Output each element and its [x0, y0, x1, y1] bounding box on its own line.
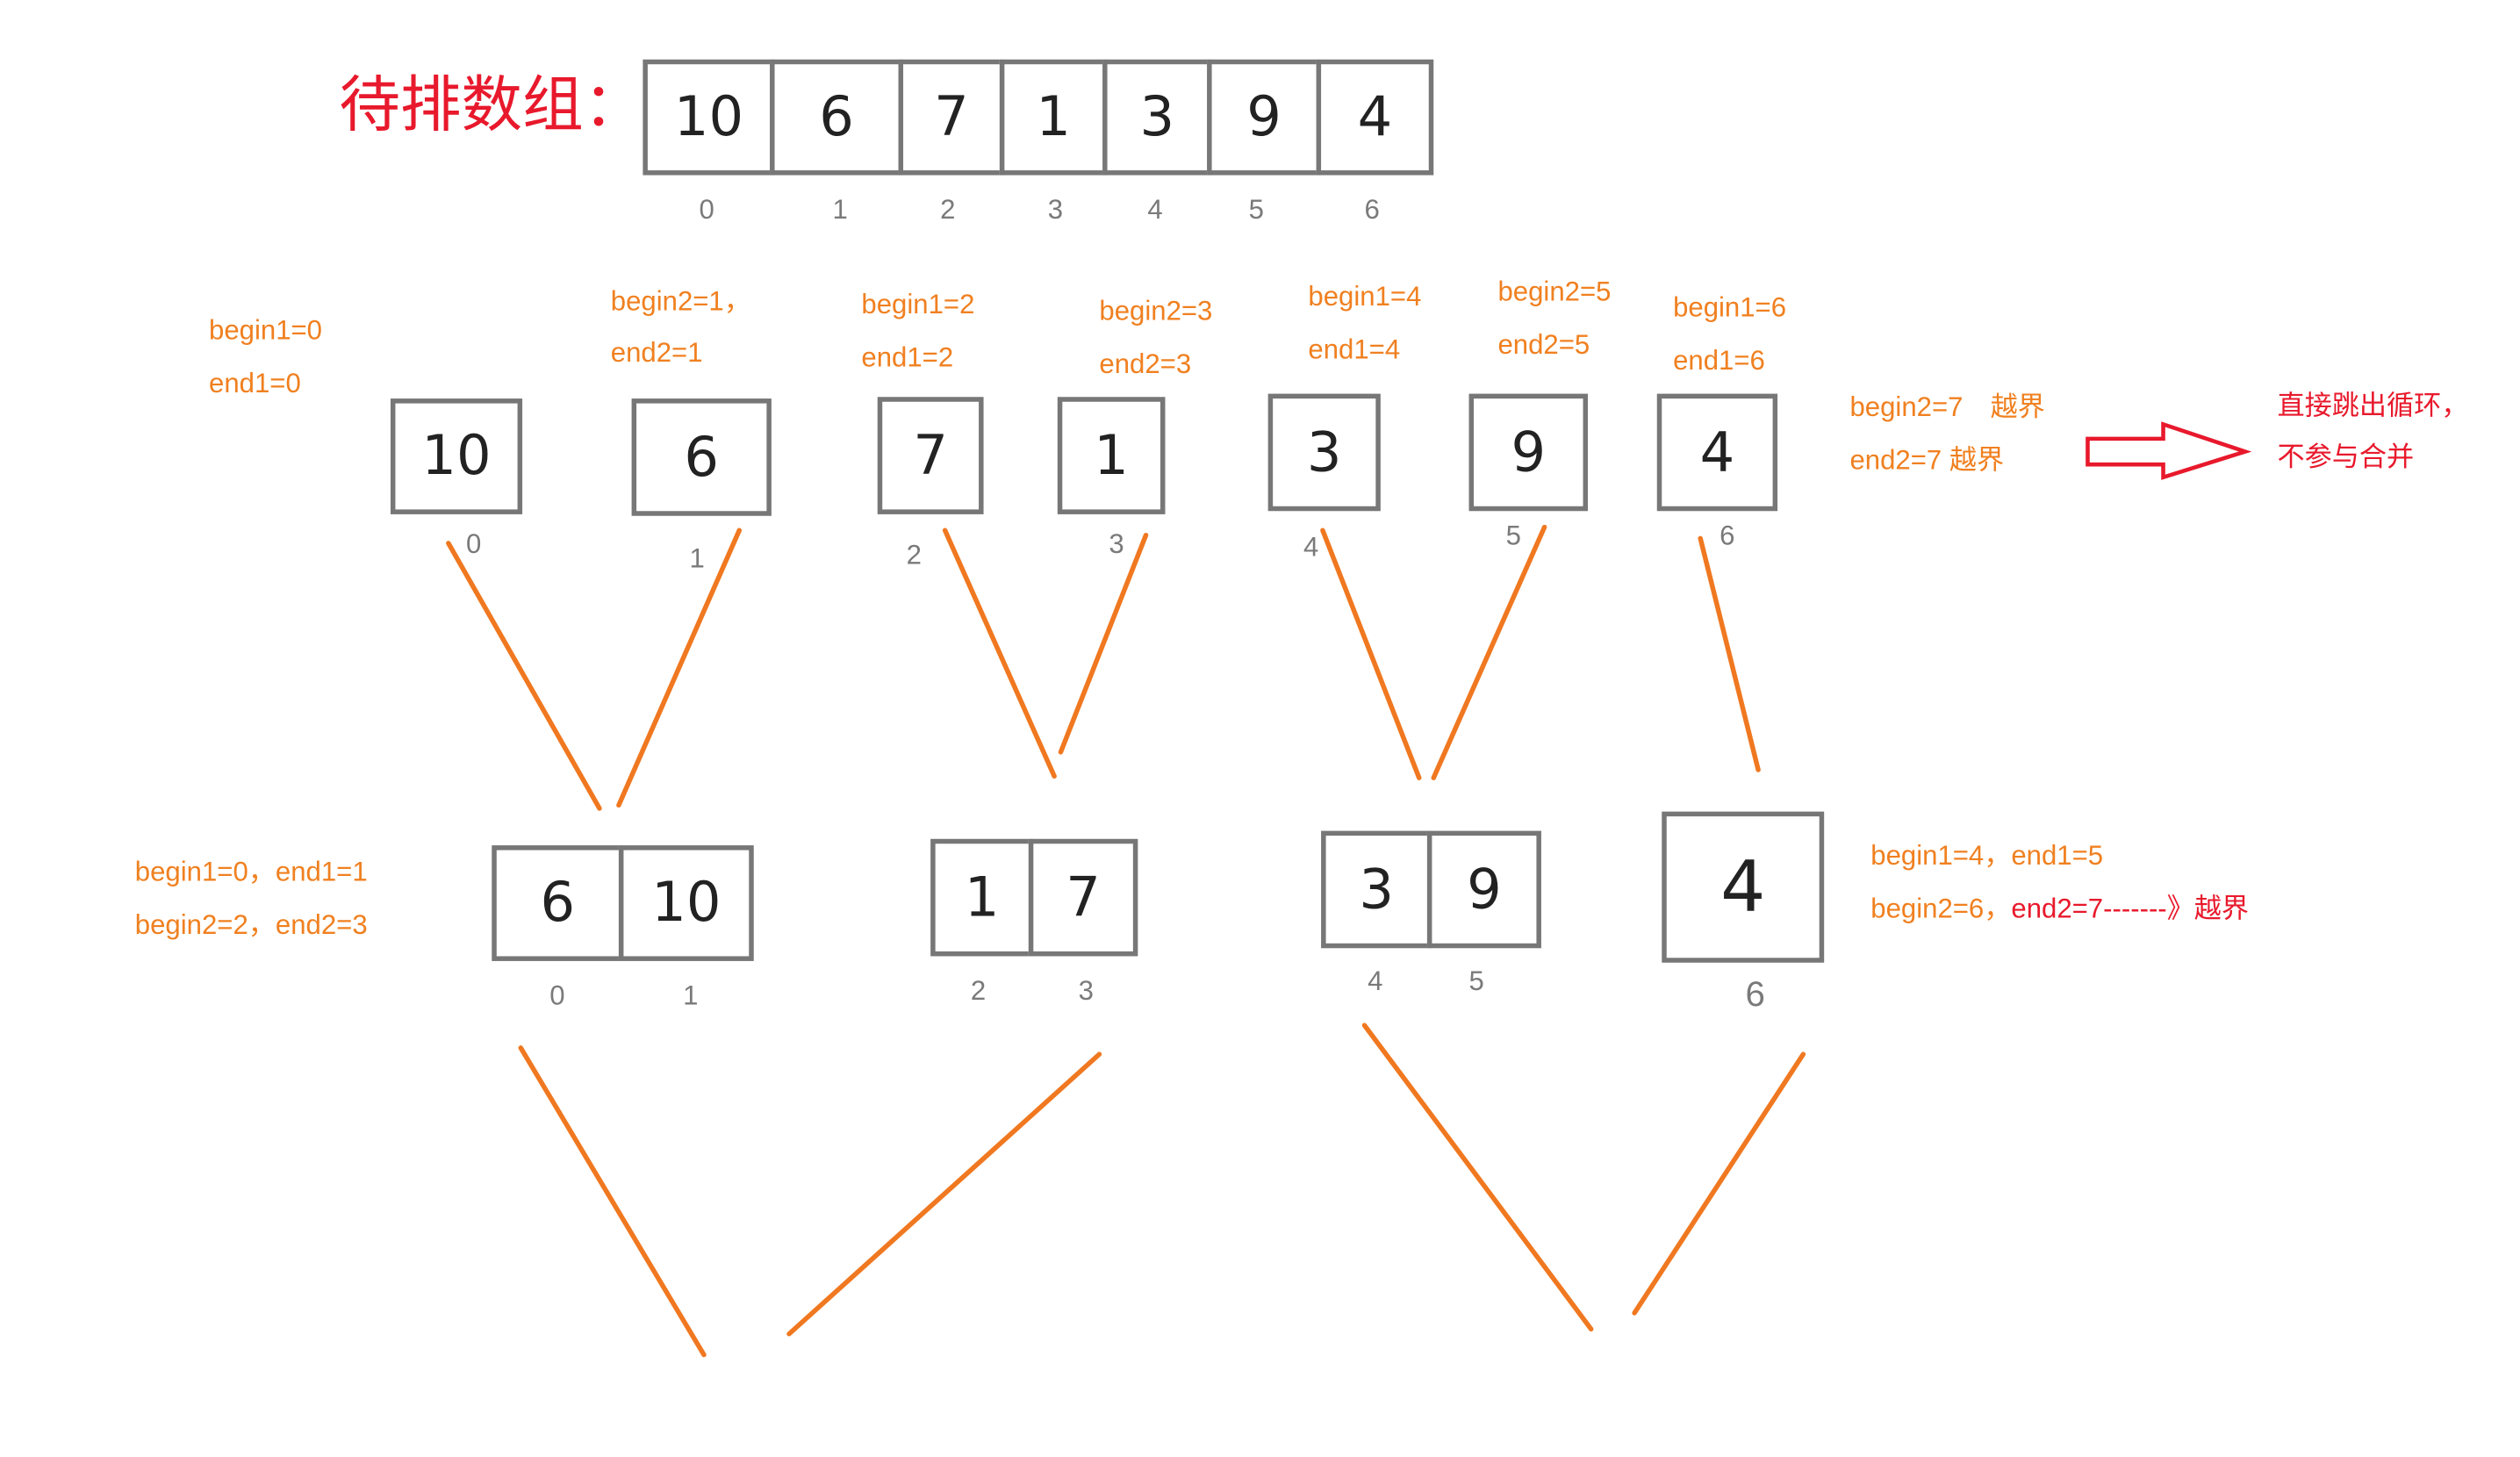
- range-label: begin2=5: [1497, 276, 1612, 307]
- loop-exit-note: 直接跳出循环，: [2277, 390, 2469, 421]
- loop-exit-note: 不参与合并: [2277, 441, 2415, 473]
- connector-line: [518, 1045, 707, 1358]
- array-cell: 6: [770, 59, 904, 176]
- box-index: 0: [549, 980, 565, 1011]
- range-label: begin1=4: [1308, 281, 1422, 312]
- range-label: end1=0: [209, 368, 301, 399]
- box-index: 3: [1109, 528, 1124, 560]
- box-index: 4: [1303, 532, 1319, 563]
- single-element-box: 9: [1468, 393, 1589, 512]
- connector-line: [446, 541, 602, 811]
- array-index: 2: [940, 194, 956, 226]
- box-index: 5: [1468, 965, 1484, 997]
- connector-line: [1320, 528, 1422, 780]
- single-element-box: 4: [1656, 393, 1778, 512]
- range-label: begin1=2: [861, 289, 975, 320]
- array-cell: 3: [1102, 59, 1212, 176]
- connector-line: [1058, 532, 1149, 755]
- merged-cell: 6: [492, 845, 624, 961]
- connector-line: [1431, 524, 1547, 780]
- page-title: 待排数组：: [339, 68, 645, 140]
- box-index: 6: [1745, 973, 1765, 1015]
- merge-range-label: begin2=6，end2=7-------》越界: [1870, 895, 2249, 922]
- range-label: end1=6: [1673, 345, 1765, 377]
- range-label: begin2=1，: [610, 285, 751, 317]
- merged-cell: 9: [1426, 830, 1541, 949]
- box-index: 5: [1505, 520, 1521, 552]
- range-label: end2=1: [610, 337, 703, 369]
- array-cell: 9: [1207, 59, 1322, 176]
- box-index: 0: [465, 528, 482, 560]
- box-index: 4: [1368, 965, 1383, 997]
- array-cell: 4: [1316, 59, 1434, 176]
- range-label: end2=3: [1099, 348, 1192, 380]
- merge-range-label: begin1=4，end1=5: [1870, 840, 2104, 872]
- box-index: 1: [689, 542, 705, 574]
- range-label: begin1=6: [1673, 292, 1787, 324]
- box-index: 1: [683, 980, 699, 1011]
- single-element-box: 6: [631, 398, 772, 516]
- box-index: 2: [906, 540, 923, 571]
- array-index: 3: [1047, 194, 1064, 226]
- begin2-text: begin2=6，: [1870, 894, 2012, 924]
- single-element-box: 10: [390, 398, 523, 514]
- array-cell: 1: [999, 59, 1108, 176]
- range-label: end2=5: [1497, 329, 1590, 361]
- connector-line: [942, 528, 1057, 779]
- array-index: 0: [699, 194, 714, 226]
- array-index: 6: [1364, 194, 1380, 226]
- connector-line: [1698, 535, 1761, 772]
- overflow-label: begin2=7 越界: [1849, 391, 2045, 423]
- merged-cell: 3: [1321, 830, 1432, 949]
- merged-cell: 10: [618, 845, 754, 961]
- range-label: begin1=0: [209, 314, 323, 346]
- connector-line: [1361, 1023, 1594, 1331]
- single-element-box: 3: [1267, 393, 1381, 512]
- overflow-label: end2=7 越界: [1849, 445, 2005, 476]
- array-index: 4: [1147, 194, 1163, 226]
- connector-line: [616, 528, 743, 808]
- single-element-box: 7: [877, 397, 984, 514]
- array-cell: 7: [898, 59, 1005, 176]
- overflow-warning: end2=7-------》越界: [2011, 894, 2250, 924]
- box-index: 3: [1078, 975, 1094, 1007]
- merged-cell: 1: [930, 838, 1034, 957]
- array-index: 1: [832, 194, 848, 226]
- range-label: end1=2: [861, 342, 954, 373]
- box-index: 6: [1719, 520, 1735, 552]
- range-label: end1=4: [1308, 334, 1401, 365]
- merged-cell: 4: [1662, 811, 1825, 963]
- range-label: begin2=3: [1099, 295, 1213, 327]
- arrow-right-icon: [2086, 421, 2252, 480]
- merged-cell: 7: [1028, 838, 1138, 957]
- array-index: 5: [1248, 194, 1265, 226]
- merge-range-label: begin2=2，end2=3: [134, 909, 368, 941]
- merge-range-label: begin1=0，end1=1: [134, 856, 368, 887]
- array-cell: 10: [643, 59, 775, 176]
- box-index: 2: [970, 975, 987, 1007]
- single-element-box: 1: [1057, 397, 1166, 514]
- connector-line: [786, 1051, 1102, 1337]
- connector-line: [1632, 1051, 1806, 1316]
